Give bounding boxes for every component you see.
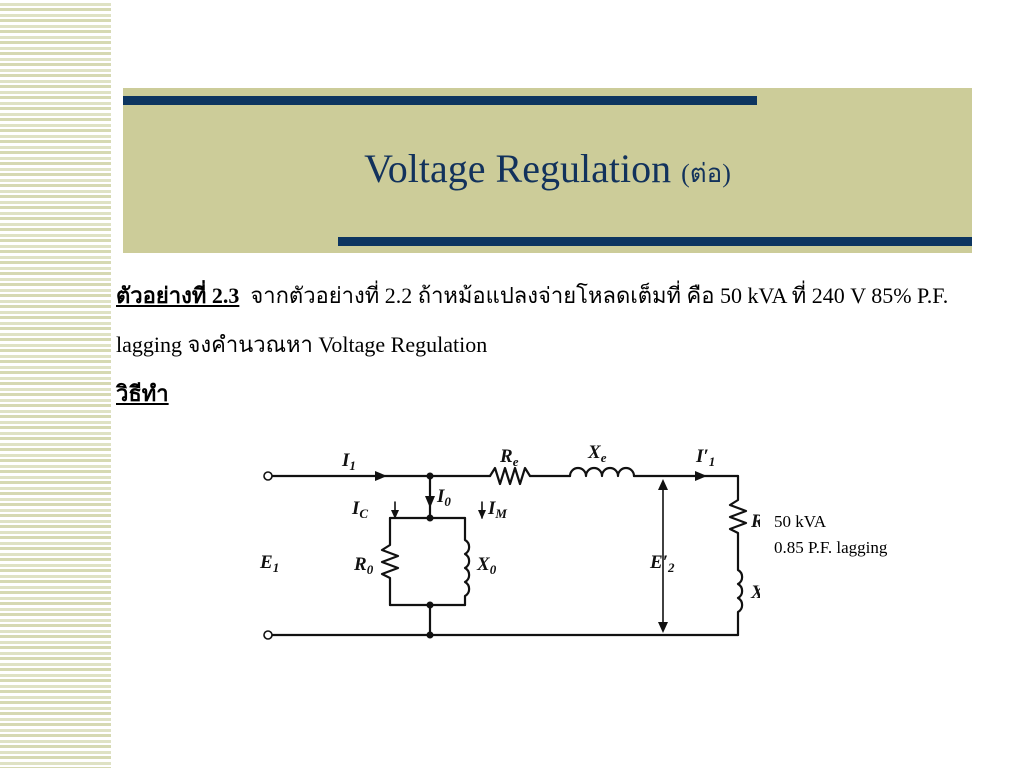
problem-line-1: ตัวอย่างที่ 2.3 จากตัวอย่างที่ 2.2 ถ้าหม… — [116, 282, 1016, 310]
title-bar-bottom — [338, 237, 972, 246]
junction-shunt-top — [426, 514, 434, 522]
solution-label-line: วิธีทำ — [116, 380, 1016, 408]
im-arrowhead — [478, 510, 486, 519]
label-im: IM — [487, 498, 507, 521]
junction-top — [426, 472, 434, 480]
label-load-x: X — [750, 582, 760, 603]
title-bar-top — [123, 96, 757, 105]
slide-title: Voltage Regulation (ต่อ) — [123, 144, 972, 199]
xe-inductor — [568, 466, 636, 478]
i1p-arrowhead — [695, 471, 707, 481]
label-e1: E1 — [259, 552, 279, 575]
label-x0: X0 — [476, 554, 497, 577]
input-terminal-bottom — [263, 630, 273, 640]
x0-inductor — [463, 516, 471, 607]
junction-shunt-bottom — [426, 601, 434, 609]
input-terminal-top — [263, 471, 273, 481]
i1-arrowhead — [375, 471, 387, 481]
i0-arrowhead — [425, 496, 435, 508]
label-xe: Xe — [587, 442, 607, 465]
slide-title-suffix: (ต่อ) — [681, 159, 731, 188]
label-e2-prime: E′2 — [649, 552, 675, 575]
side-stripe-decoration — [0, 0, 111, 768]
re-resistor — [488, 466, 532, 486]
ic-arrowhead — [391, 510, 399, 519]
label-i0: I0 — [436, 486, 451, 509]
load-r-x — [728, 474, 748, 637]
problem-line-2: lagging จงคำนวณหา Voltage Regulation — [116, 332, 488, 357]
label-ic: IC — [351, 498, 368, 521]
example-label: ตัวอย่างที่ 2.3 — [116, 283, 240, 308]
load-power-factor: 0.85 P.F. lagging — [774, 538, 888, 557]
label-r0: R0 — [353, 554, 374, 577]
label-i1: I1 — [341, 450, 356, 473]
solution-label: วิธีทำ — [116, 381, 169, 406]
e2-arrowhead-bottom — [658, 622, 668, 633]
title-background — [123, 88, 972, 253]
load-rating: 50 kVA — [774, 512, 827, 531]
slide-title-text: Voltage Regulation — [364, 146, 672, 191]
label-i1-prime: I′1 — [695, 446, 715, 469]
transformer-equivalent-circuit: I1 Re Xe I′1 I0 IC IM E1 R0 X0 E′2 R X — [259, 442, 760, 640]
r0-resistor — [380, 516, 400, 607]
junction-bottom — [426, 631, 434, 639]
problem-text: ตัวอย่างที่ 2.3 จากตัวอย่างที่ 2.2 ถ้าหม… — [116, 282, 1016, 408]
label-load-r: R — [750, 511, 760, 532]
label-re: Re — [499, 446, 519, 469]
problem-line-1-text: จากตัวอย่างที่ 2.2 ถ้าหม้อแปลงจ่ายโหลดเต… — [250, 283, 949, 308]
e2-arrowhead-top — [658, 479, 668, 490]
